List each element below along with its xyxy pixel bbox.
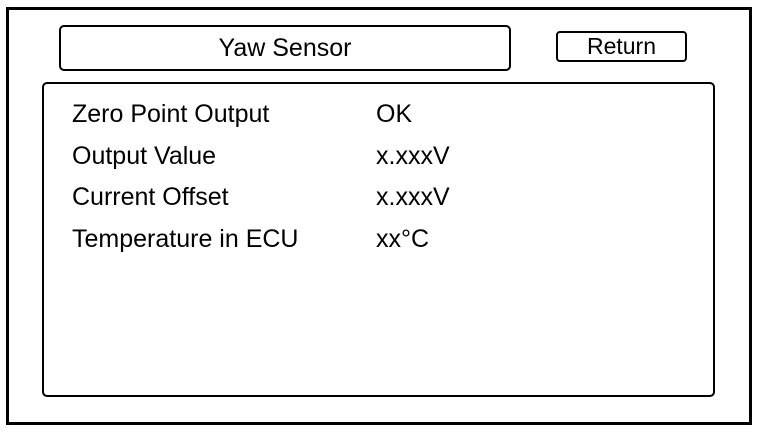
- reading-value: x.xxxV: [376, 183, 450, 211]
- screen-frame: [6, 7, 752, 425]
- reading-label: Output Value: [72, 142, 217, 170]
- reading-value: x.xxxV: [376, 142, 450, 170]
- page-title: Yaw Sensor: [59, 25, 511, 71]
- reading-value: xx°C: [376, 225, 430, 253]
- readings-panel: Zero Point Output OK Output Value x.xxxV…: [42, 82, 715, 397]
- reading-value: OK: [376, 100, 413, 128]
- reading-label: Current Offset: [72, 183, 229, 211]
- page-title-text: Yaw Sensor: [218, 33, 352, 62]
- return-button[interactable]: Return: [556, 31, 687, 62]
- reading-label: Temperature in ECU: [72, 225, 299, 253]
- reading-label: Zero Point Output: [72, 100, 270, 128]
